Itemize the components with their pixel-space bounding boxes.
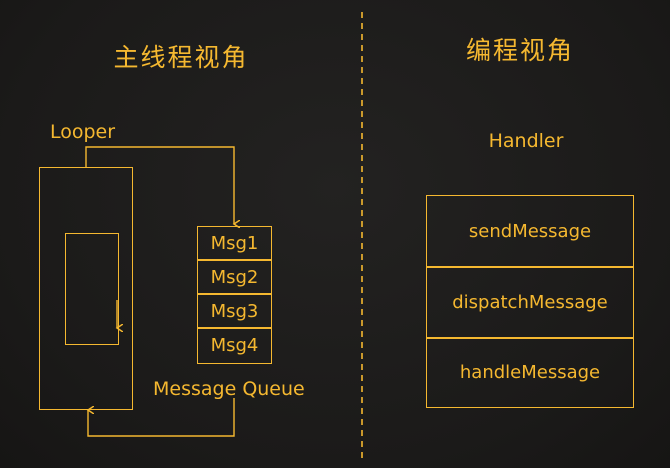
method-send-message: sendMessage — [426, 195, 634, 268]
message-cell-1: Msg1 — [197, 226, 272, 261]
message-cell-3: Msg3 — [197, 293, 272, 329]
programming-title: 编程视角 — [465, 36, 575, 65]
main-thread-title: 主线程视角 — [113, 43, 249, 72]
looper-box — [39, 167, 133, 410]
looper-to-queue-arrow — [85, 146, 234, 224]
method-handle-message: handleMessage — [426, 337, 634, 408]
handler-label: Handler — [488, 130, 564, 152]
message-cell-2: Msg2 — [197, 259, 272, 295]
message-cell-4: Msg4 — [197, 327, 272, 364]
message-queue-label: Message Queue — [153, 378, 305, 400]
queue-to-looper-arrow — [88, 398, 235, 437]
looper-label: Looper — [50, 121, 116, 143]
method-dispatch-message: dispatchMessage — [426, 266, 634, 339]
looper-inner-loop — [65, 233, 119, 345]
